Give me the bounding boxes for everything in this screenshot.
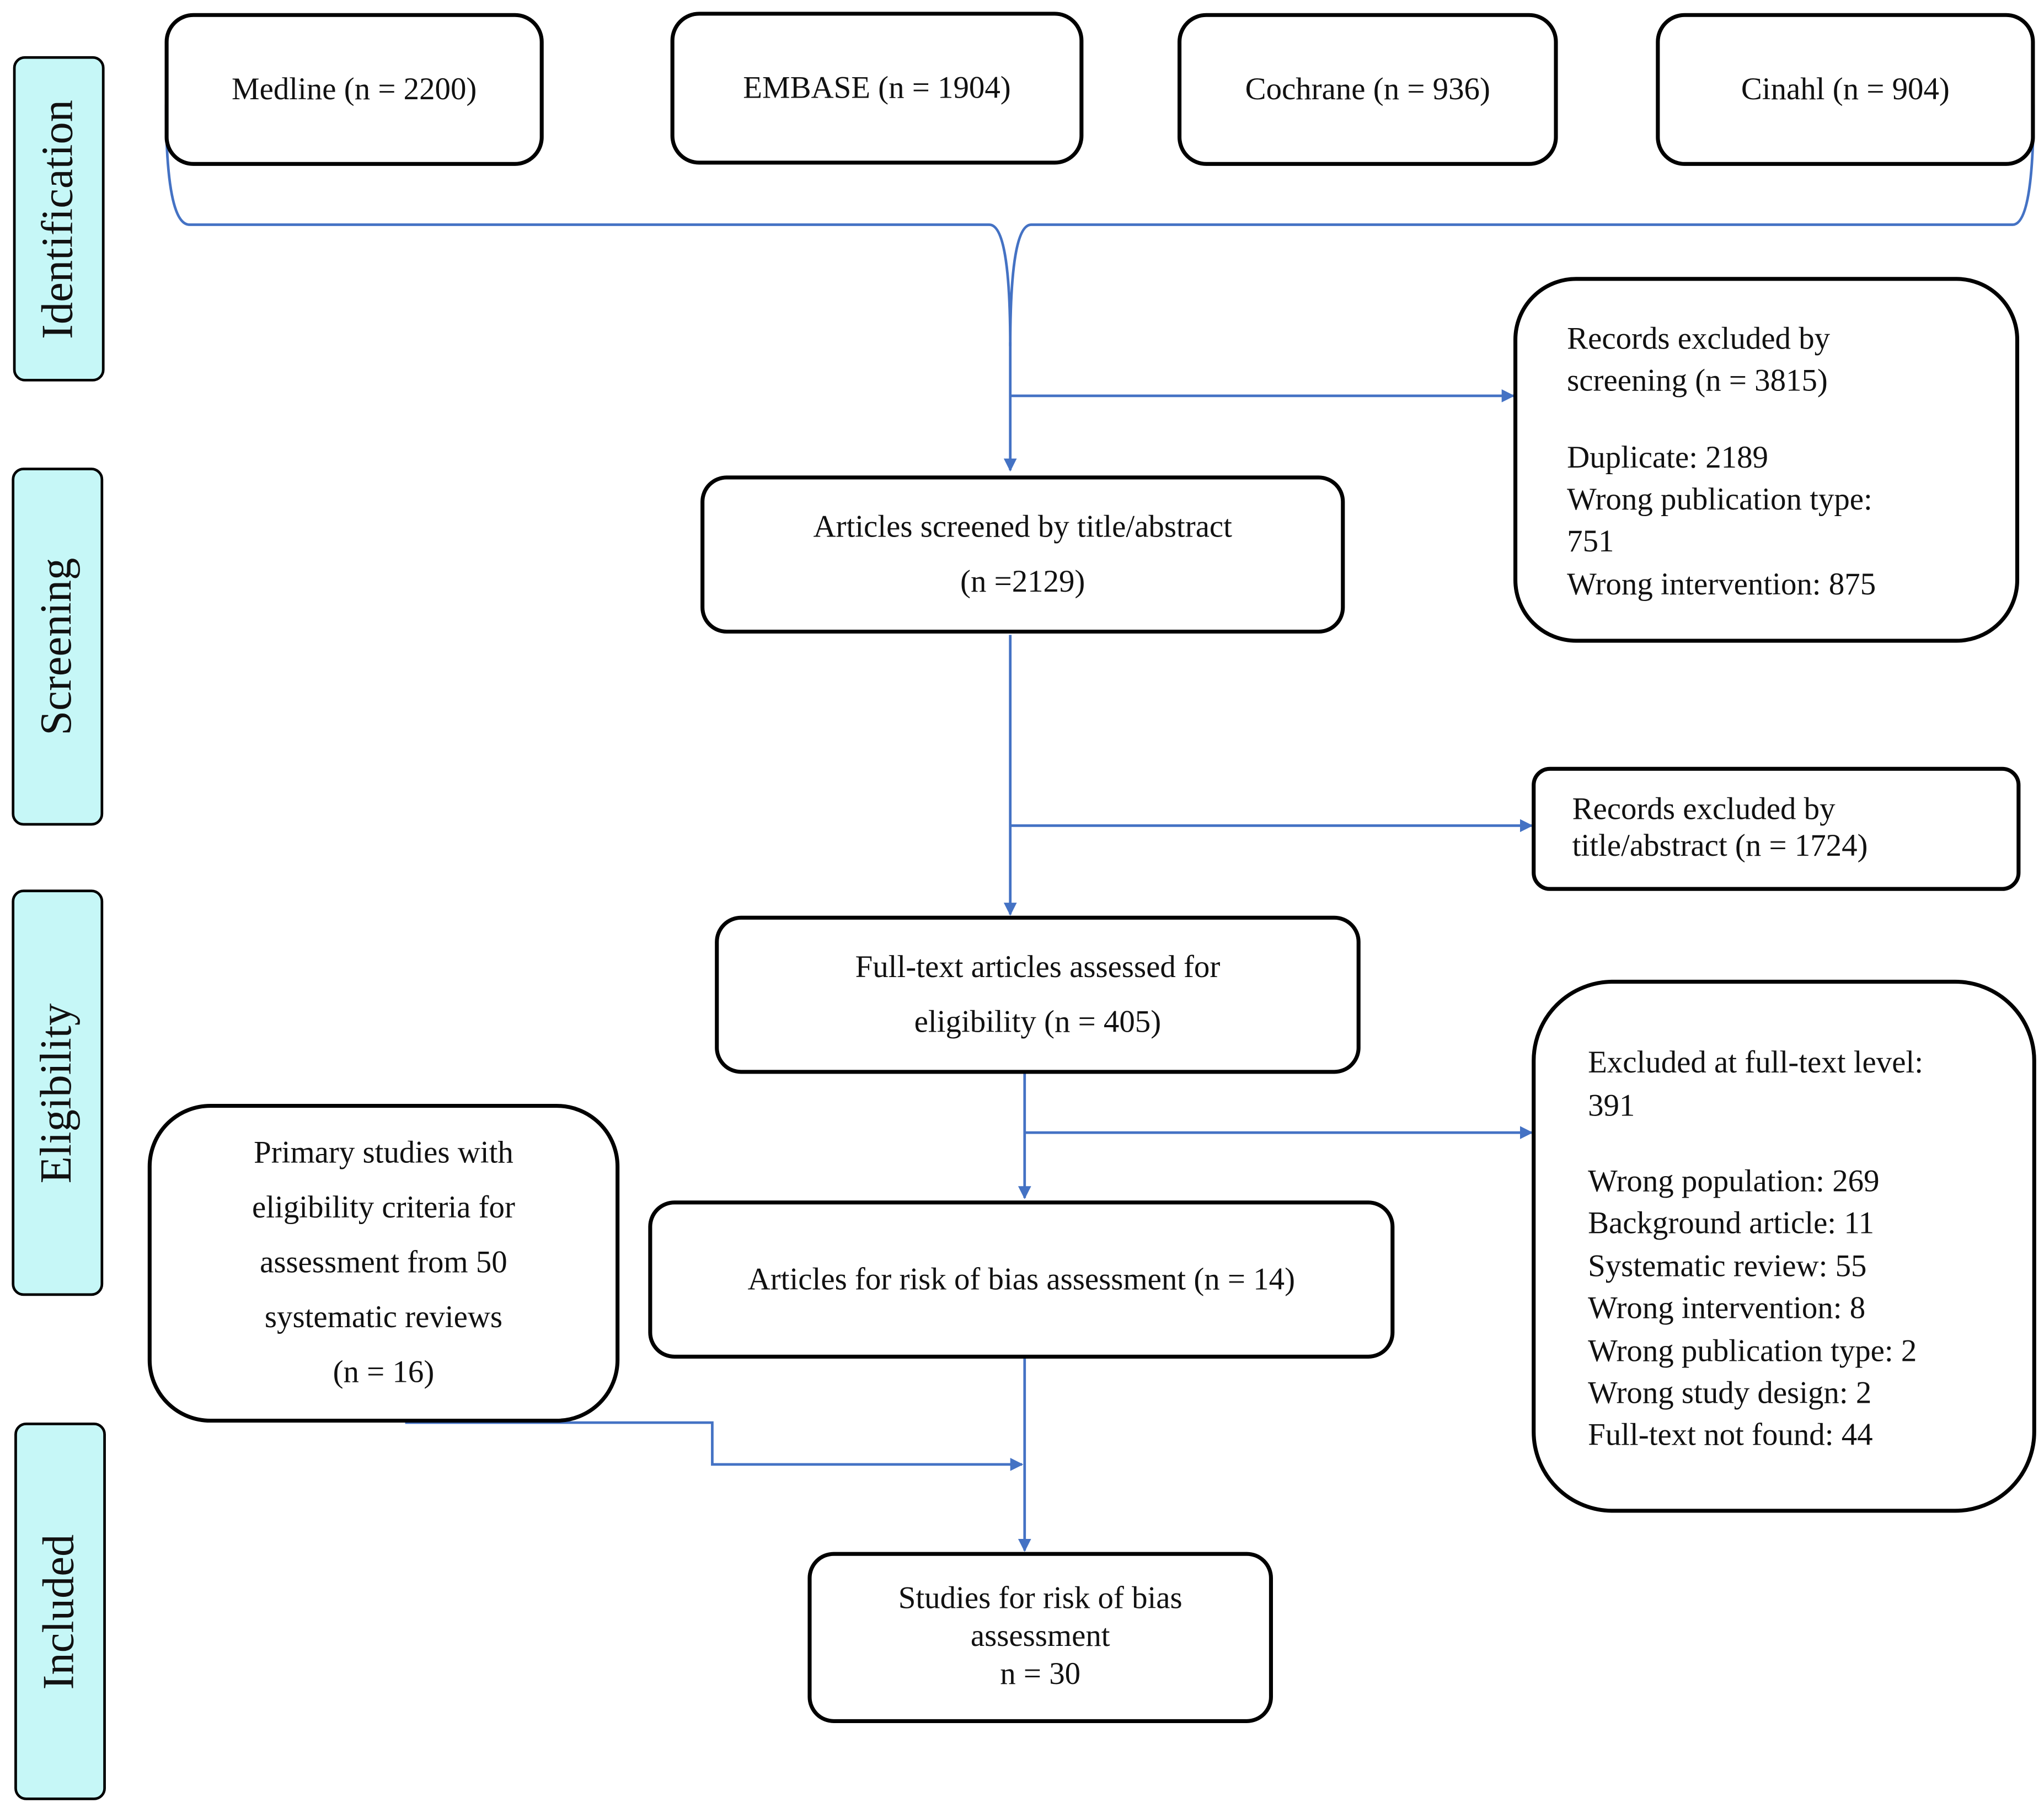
- excluded-screening-wrong-pub-a: Wrong publication type:: [1567, 483, 1872, 518]
- stage-screening: Screening: [12, 468, 104, 826]
- source-medline-text: Medline (n = 2200): [232, 72, 477, 107]
- fulltext-line-2: eligibility (n = 405): [914, 1005, 1162, 1039]
- primary-studies-connector: [405, 1421, 1024, 1471]
- primary-studies-content: Primary studies with eligibility criteri…: [252, 1126, 515, 1401]
- stage-included-label: Included: [35, 1533, 84, 1689]
- excluded-screening-duplicate: Duplicate: 2189: [1567, 441, 1768, 475]
- excluded-screening-title-1: Records excluded by: [1567, 322, 1831, 357]
- excluded-fulltext-reason: Full-text not found: 44: [1588, 1419, 1873, 1453]
- excluded-title-box: Records excluded by title/abstract (n = …: [1532, 766, 2021, 891]
- excluded-fulltext-reason: Wrong publication type: 2: [1588, 1334, 1917, 1369]
- primary-studies-line-4: systematic reviews: [264, 1301, 503, 1335]
- screened-content: Articles screened by title/abstract (n =…: [813, 500, 1232, 609]
- excluded-fulltext-content: Excluded at full-text level: 391 Wrong p…: [1588, 1043, 1923, 1457]
- fulltext-content: Full-text articles assessed for eligibil…: [855, 940, 1221, 1050]
- screened-line-2: (n =2129): [960, 565, 1085, 599]
- screened-box: Articles screened by title/abstract (n =…: [700, 475, 1345, 634]
- fulltext-line-1: Full-text articles assessed for: [855, 950, 1221, 985]
- excluded-title-line-1: Records excluded by: [1572, 792, 1836, 827]
- screened-line-1: Articles screened by title/abstract: [813, 510, 1232, 544]
- excluded-fulltext-title-2: 391: [1588, 1089, 1635, 1123]
- included-studies-line-3: n = 30: [1000, 1657, 1081, 1692]
- stage-identification-label: Identification: [34, 99, 83, 339]
- included-studies-content: Studies for risk of bias assessment n = …: [898, 1581, 1182, 1694]
- source-embase-box: EMBASE (n = 1904): [670, 12, 1084, 165]
- excluded-fulltext-box: Excluded at full-text level: 391 Wrong p…: [1532, 979, 2036, 1513]
- excluded-fulltext-title-1: Excluded at full-text level:: [1588, 1047, 1924, 1081]
- source-cinahl-text: Cinahl (n = 904): [1741, 72, 1950, 107]
- excluded-screening-wrong-intervention: Wrong intervention: 875: [1567, 568, 1876, 602]
- excluded-fulltext-reason: Wrong intervention: 8: [1588, 1292, 1866, 1327]
- excluded-screening-wrong-pub-b: 751: [1567, 525, 1614, 560]
- fulltext-box: Full-text articles assessed for eligibil…: [715, 915, 1361, 1074]
- excluded-title-content: Records excluded by title/abstract (n = …: [1572, 793, 1868, 865]
- primary-studies-line-2: eligibility criteria for: [252, 1191, 515, 1226]
- stage-included: Included: [14, 1423, 106, 1800]
- excluded-screening-content: Records excluded by screening (n = 3815)…: [1567, 319, 1876, 607]
- excluded-title-line-2: title/abstract (n = 1724): [1572, 829, 1868, 863]
- included-studies-line-2: assessment: [970, 1620, 1110, 1654]
- source-cochrane-text: Cochrane (n = 936): [1245, 72, 1490, 107]
- source-cochrane-box: Cochrane (n = 936): [1178, 13, 1558, 166]
- source-cinahl-box: Cinahl (n = 904): [1656, 13, 2035, 166]
- source-embase-text: EMBASE (n = 1904): [743, 71, 1011, 105]
- excluded-fulltext-reason: Wrong study design: 2: [1588, 1377, 1872, 1411]
- risk-bias-box: Articles for risk of bias assessment (n …: [648, 1200, 1395, 1359]
- stage-screening-label: Screening: [33, 557, 81, 736]
- included-studies-line-1: Studies for risk of bias: [898, 1582, 1182, 1617]
- stage-eligibility-label: Eligibility: [33, 1002, 81, 1183]
- source-medline-box: Medline (n = 2200): [164, 13, 544, 166]
- risk-bias-text: Articles for risk of bias assessment (n …: [747, 1262, 1296, 1297]
- primary-studies-line-3: assessment from 50: [260, 1246, 507, 1280]
- primary-studies-line-1: Primary studies with: [254, 1136, 513, 1171]
- excluded-fulltext-reason: Wrong population: 269: [1588, 1165, 1880, 1199]
- stage-eligibility: Eligibility: [12, 889, 104, 1296]
- excluded-screening-box: Records excluded by screening (n = 3815)…: [1513, 277, 2020, 643]
- primary-studies-line-5: (n = 16): [333, 1356, 435, 1390]
- primary-studies-box: Primary studies with eligibility criteri…: [147, 1103, 620, 1423]
- excluded-fulltext-reason: Background article: 11: [1588, 1208, 1875, 1242]
- excluded-screening-title-2: screening (n = 3815): [1567, 364, 1828, 399]
- stage-identification: Identification: [13, 56, 105, 382]
- excluded-fulltext-reason: Systematic review: 55: [1588, 1249, 1867, 1284]
- included-studies-box: Studies for risk of bias assessment n = …: [807, 1552, 1273, 1723]
